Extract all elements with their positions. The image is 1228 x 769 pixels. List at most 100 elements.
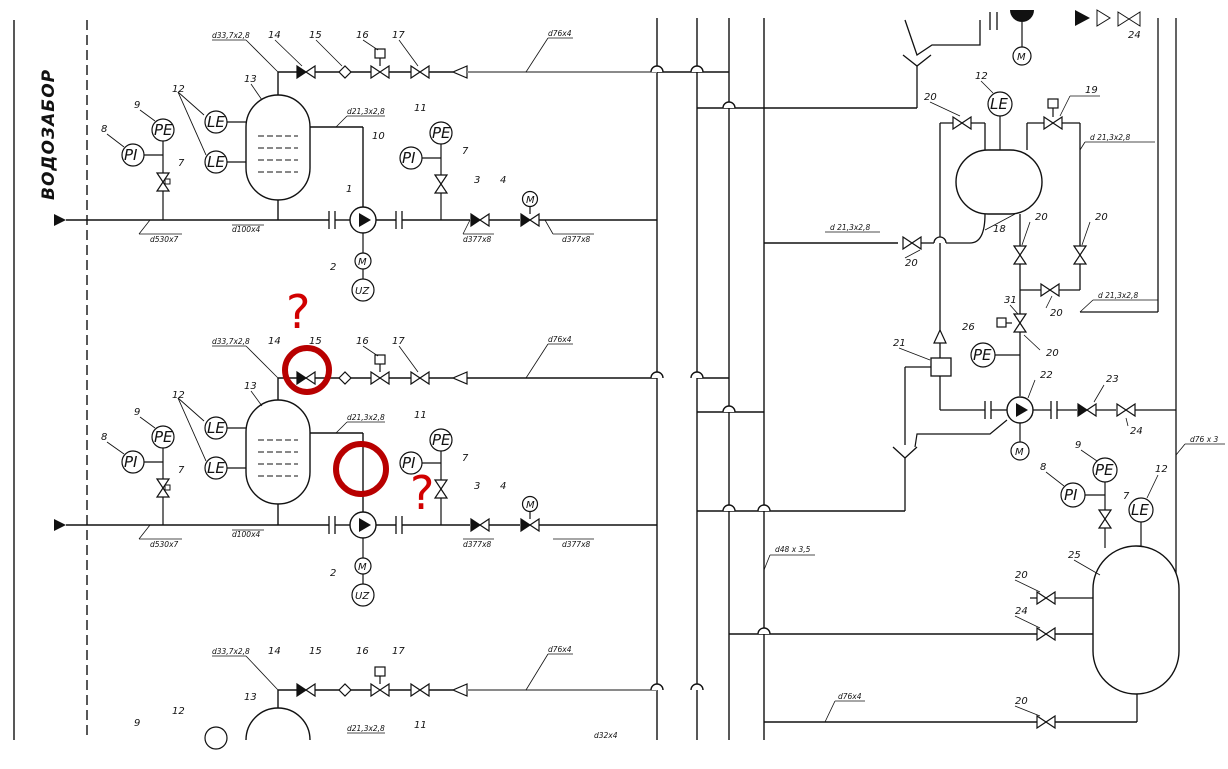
- unit-2: M M UZ LE LE 12 PE 9 PI 8: [54, 335, 657, 607]
- svg-text:PE: PE: [973, 346, 992, 364]
- svg-text:d530x7: d530x7: [150, 235, 179, 244]
- pump-icon: [349, 206, 377, 234]
- svg-text:d76 x 3: d76 x 3: [1190, 435, 1219, 444]
- svg-text:M: M: [358, 562, 367, 573]
- svg-text:8: 8: [1040, 462, 1046, 473]
- highlight-circle: [282, 345, 332, 395]
- svg-text:20: 20: [924, 92, 937, 103]
- right-section: M 24 18 LE 12 20 19 d 21,3: [763, 9, 1225, 729]
- svg-text:9: 9: [134, 100, 140, 111]
- svg-text:LE: LE: [207, 113, 225, 131]
- svg-text:16: 16: [356, 30, 369, 41]
- svg-text:18: 18: [993, 224, 1006, 235]
- svg-text:PI: PI: [402, 149, 416, 167]
- svg-text:d 21,3x2,8: d 21,3x2,8: [1090, 133, 1130, 142]
- svg-text:9: 9: [1075, 440, 1081, 451]
- svg-text:d 21,3x2,8: d 21,3x2,8: [1098, 291, 1138, 300]
- crossings: [650, 65, 1137, 723]
- question-mark: ?: [286, 285, 310, 339]
- svg-text:19: 19: [1085, 85, 1098, 96]
- svg-text:12: 12: [975, 71, 988, 82]
- svg-text:7: 7: [178, 158, 185, 169]
- svg-text:d377x8: d377x8: [562, 235, 591, 244]
- svg-text:8: 8: [101, 124, 107, 135]
- svg-text:11: 11: [414, 720, 427, 731]
- svg-text:d76x4: d76x4: [548, 645, 572, 654]
- svg-text:LE: LE: [990, 95, 1008, 113]
- svg-text:d76x4: d76x4: [838, 692, 862, 701]
- svg-text:26: 26: [962, 322, 975, 333]
- svg-text:d33,7x2,8: d33,7x2,8: [212, 647, 250, 656]
- unit-3: d33,7x2,8 14 15 16 17 d76x4 13 9 12 d21,…: [134, 645, 657, 750]
- svg-text:10: 10: [372, 131, 385, 142]
- svg-text:11: 11: [414, 103, 427, 114]
- svg-text:d32x4: d32x4: [594, 731, 618, 740]
- svg-text:9: 9: [134, 407, 140, 418]
- svg-text:M: M: [526, 500, 535, 511]
- svg-text:PI: PI: [124, 146, 138, 164]
- svg-text:8: 8: [101, 432, 107, 443]
- svg-text:d21,3x2,8: d21,3x2,8: [347, 107, 385, 116]
- svg-text:UZ: UZ: [355, 286, 370, 297]
- svg-text:20: 20: [1095, 212, 1108, 223]
- svg-text:16: 16: [356, 646, 369, 657]
- svg-text:PE: PE: [154, 121, 173, 139]
- svg-text:2: 2: [330, 568, 336, 579]
- svg-text:d76x4: d76x4: [548, 335, 572, 344]
- svg-text:16: 16: [356, 336, 369, 347]
- svg-text:17: 17: [392, 646, 405, 657]
- svg-text:13: 13: [244, 692, 257, 703]
- svg-text:PI: PI: [402, 454, 416, 472]
- svg-text:d100x4: d100x4: [232, 225, 261, 234]
- svg-text:M: M: [1015, 447, 1024, 458]
- svg-text:24: 24: [1128, 30, 1141, 41]
- svg-text:7: 7: [1123, 491, 1130, 502]
- svg-text:d21,3x2,8: d21,3x2,8: [347, 724, 385, 733]
- svg-text:d377x8: d377x8: [463, 540, 492, 549]
- svg-text:24: 24: [1015, 606, 1028, 617]
- svg-text:11: 11: [414, 410, 427, 421]
- svg-text:3: 3: [474, 481, 480, 492]
- svg-text:d33,7x2,8: d33,7x2,8: [212, 31, 250, 40]
- svg-text:4: 4: [500, 481, 506, 492]
- svg-text:14: 14: [268, 646, 281, 657]
- svg-text:13: 13: [244, 381, 257, 392]
- svg-text:LE: LE: [207, 419, 225, 437]
- svg-text:d48 x 3,5: d48 x 3,5: [775, 545, 811, 554]
- svg-text:12: 12: [172, 84, 185, 95]
- svg-text:UZ: UZ: [355, 591, 370, 602]
- svg-text:20: 20: [1046, 348, 1059, 359]
- svg-text:23: 23: [1106, 374, 1119, 385]
- svg-text:20: 20: [1035, 212, 1048, 223]
- intake-title: ВОДОЗАБОР: [39, 69, 59, 200]
- svg-text:d100x4: d100x4: [232, 530, 261, 539]
- unit-1: M M UZ LE LE 12 PE 9: [54, 29, 657, 302]
- svg-text:PE: PE: [432, 431, 451, 449]
- svg-text:d377x8: d377x8: [562, 540, 591, 549]
- svg-text:20: 20: [1015, 696, 1028, 707]
- svg-text:PI: PI: [124, 453, 138, 471]
- svg-text:13: 13: [244, 74, 257, 85]
- question-mark: ?: [410, 466, 434, 520]
- svg-text:12: 12: [172, 390, 185, 401]
- svg-text:PE: PE: [1095, 461, 1114, 479]
- svg-text:d377x8: d377x8: [463, 235, 492, 244]
- svg-text:21: 21: [893, 338, 906, 349]
- svg-text:14: 14: [268, 30, 281, 41]
- svg-text:25: 25: [1068, 550, 1081, 561]
- svg-text:31: 31: [1004, 295, 1017, 306]
- svg-text:22: 22: [1040, 370, 1053, 381]
- svg-text:PE: PE: [154, 428, 173, 446]
- svg-text:LE: LE: [207, 153, 225, 171]
- svg-text:LE: LE: [207, 459, 225, 477]
- svg-text:2: 2: [330, 262, 336, 273]
- svg-text:M: M: [358, 257, 367, 268]
- svg-text:7: 7: [462, 146, 469, 157]
- svg-text:14: 14: [268, 336, 281, 347]
- collectors: [656, 18, 765, 740]
- svg-text:12: 12: [172, 706, 185, 717]
- annotations: ? ?: [282, 285, 434, 520]
- svg-text:7: 7: [462, 453, 469, 464]
